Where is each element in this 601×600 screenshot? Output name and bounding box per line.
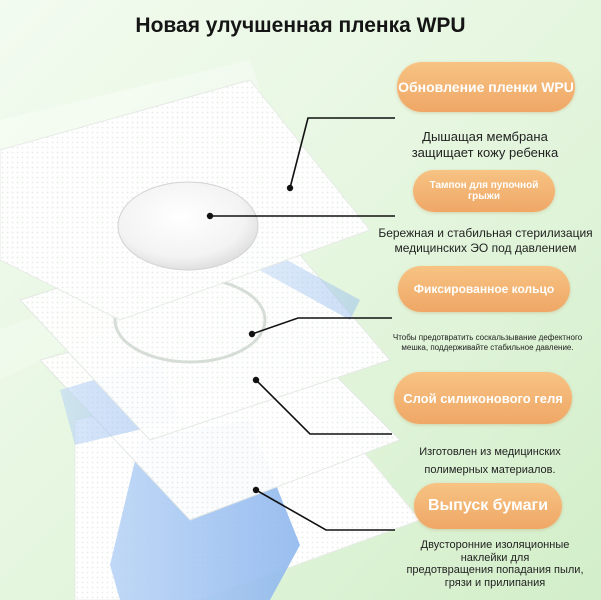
callout-dot — [252, 376, 260, 384]
feature-desc-wpu-film: Дышащая мембрана защищает кожу ребенка — [411, 129, 559, 161]
feature-desc-release-paper: Двусторонние изоляционные наклейки для п… — [406, 539, 584, 589]
umbilical-pad — [117, 181, 259, 271]
callout-dot — [252, 486, 260, 494]
feature-desc-fixed-ring: Чтобы предотвратить соскальзывание дефек… — [392, 333, 583, 352]
callout-dot — [206, 212, 214, 220]
callout-dot — [248, 330, 256, 338]
feature-label-release-paper: Выпуск бумаги — [414, 483, 562, 529]
feature-label-wpu-film: Обновление пленки WPU — [397, 62, 575, 112]
feature-label-fixed-ring: Фиксированное кольцо — [398, 266, 570, 312]
page-title: Новая улучшенная пленка WPU — [135, 14, 466, 37]
callout-dot — [286, 184, 294, 192]
feature-label-hernia-pad: Тампон для пупочной грыжи — [413, 170, 555, 212]
feature-desc-silicone-gel: Изготовлен из медицинских полимерных мат… — [419, 446, 561, 476]
feature-desc-hernia-pad: Бережная и стабильная стерилизация медиц… — [378, 226, 593, 255]
callout-lines — [210, 117, 395, 531]
feature-label-silicone-gel: Слой силиконового геля — [394, 372, 572, 424]
